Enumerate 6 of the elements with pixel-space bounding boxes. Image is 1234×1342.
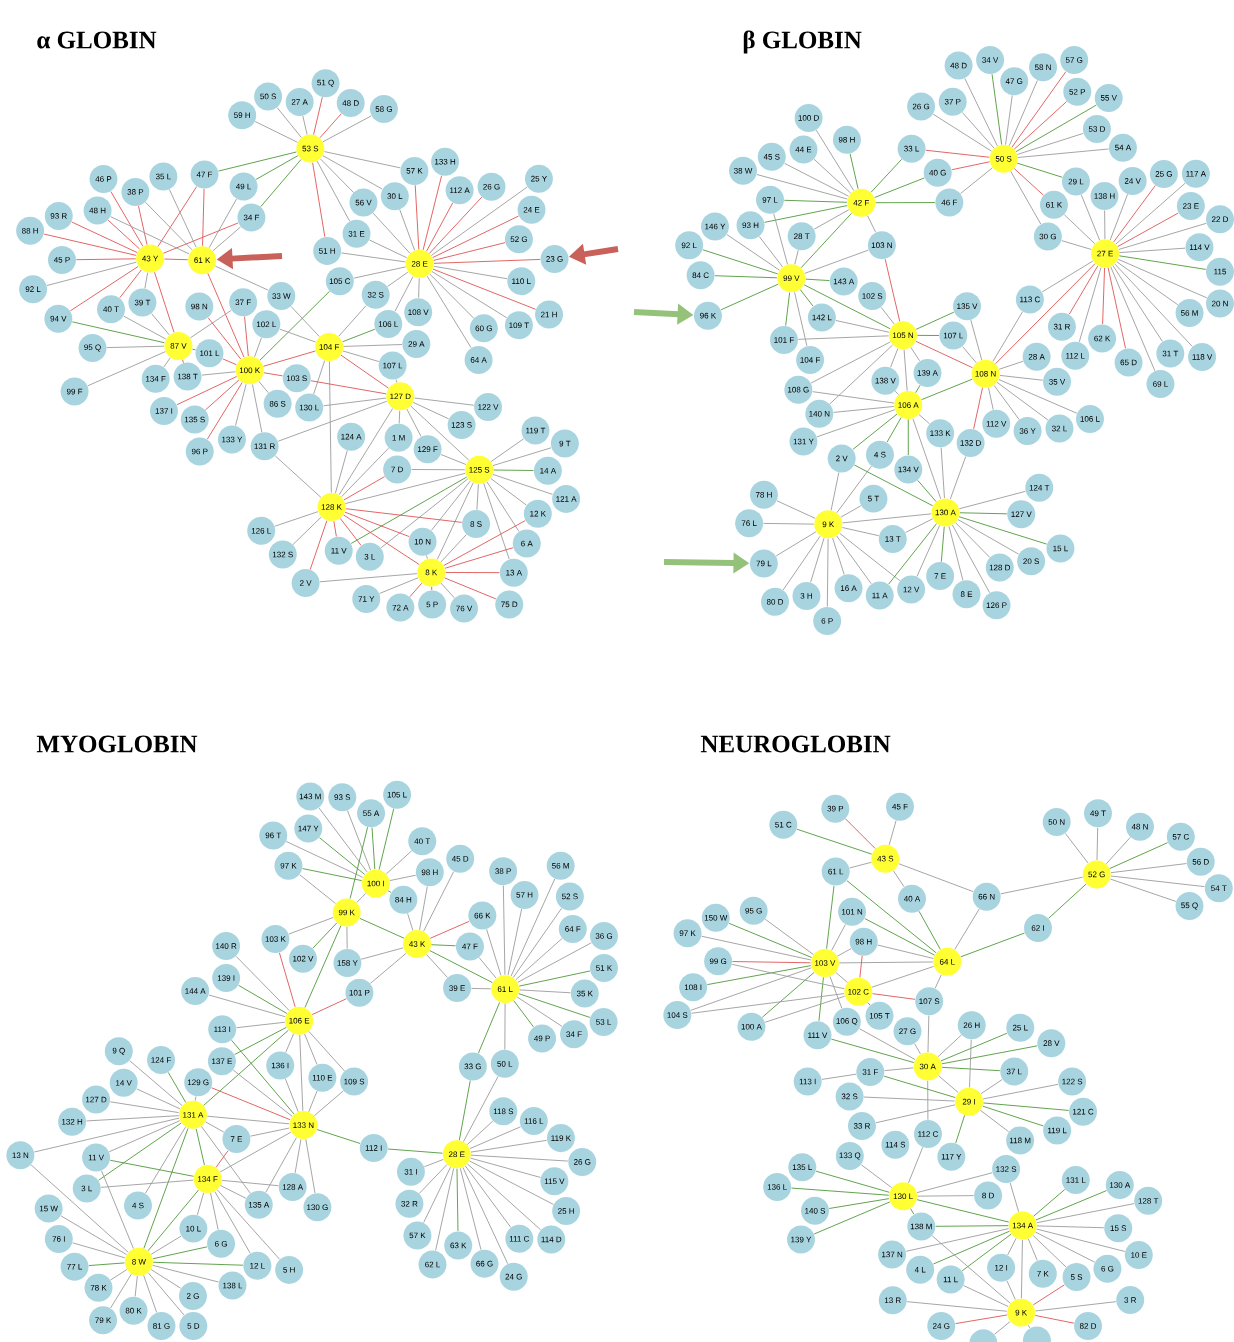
residue-node (1022, 1326, 1051, 1342)
panel-title: α GLOBIN (37, 31, 157, 49)
panel-title: NEUROGLOBIN (700, 735, 891, 753)
residue-node (969, 1329, 998, 1342)
panel-title: MYOGLOBIN (36, 735, 198, 753)
panel-title: β GLOBIN (743, 30, 862, 54)
